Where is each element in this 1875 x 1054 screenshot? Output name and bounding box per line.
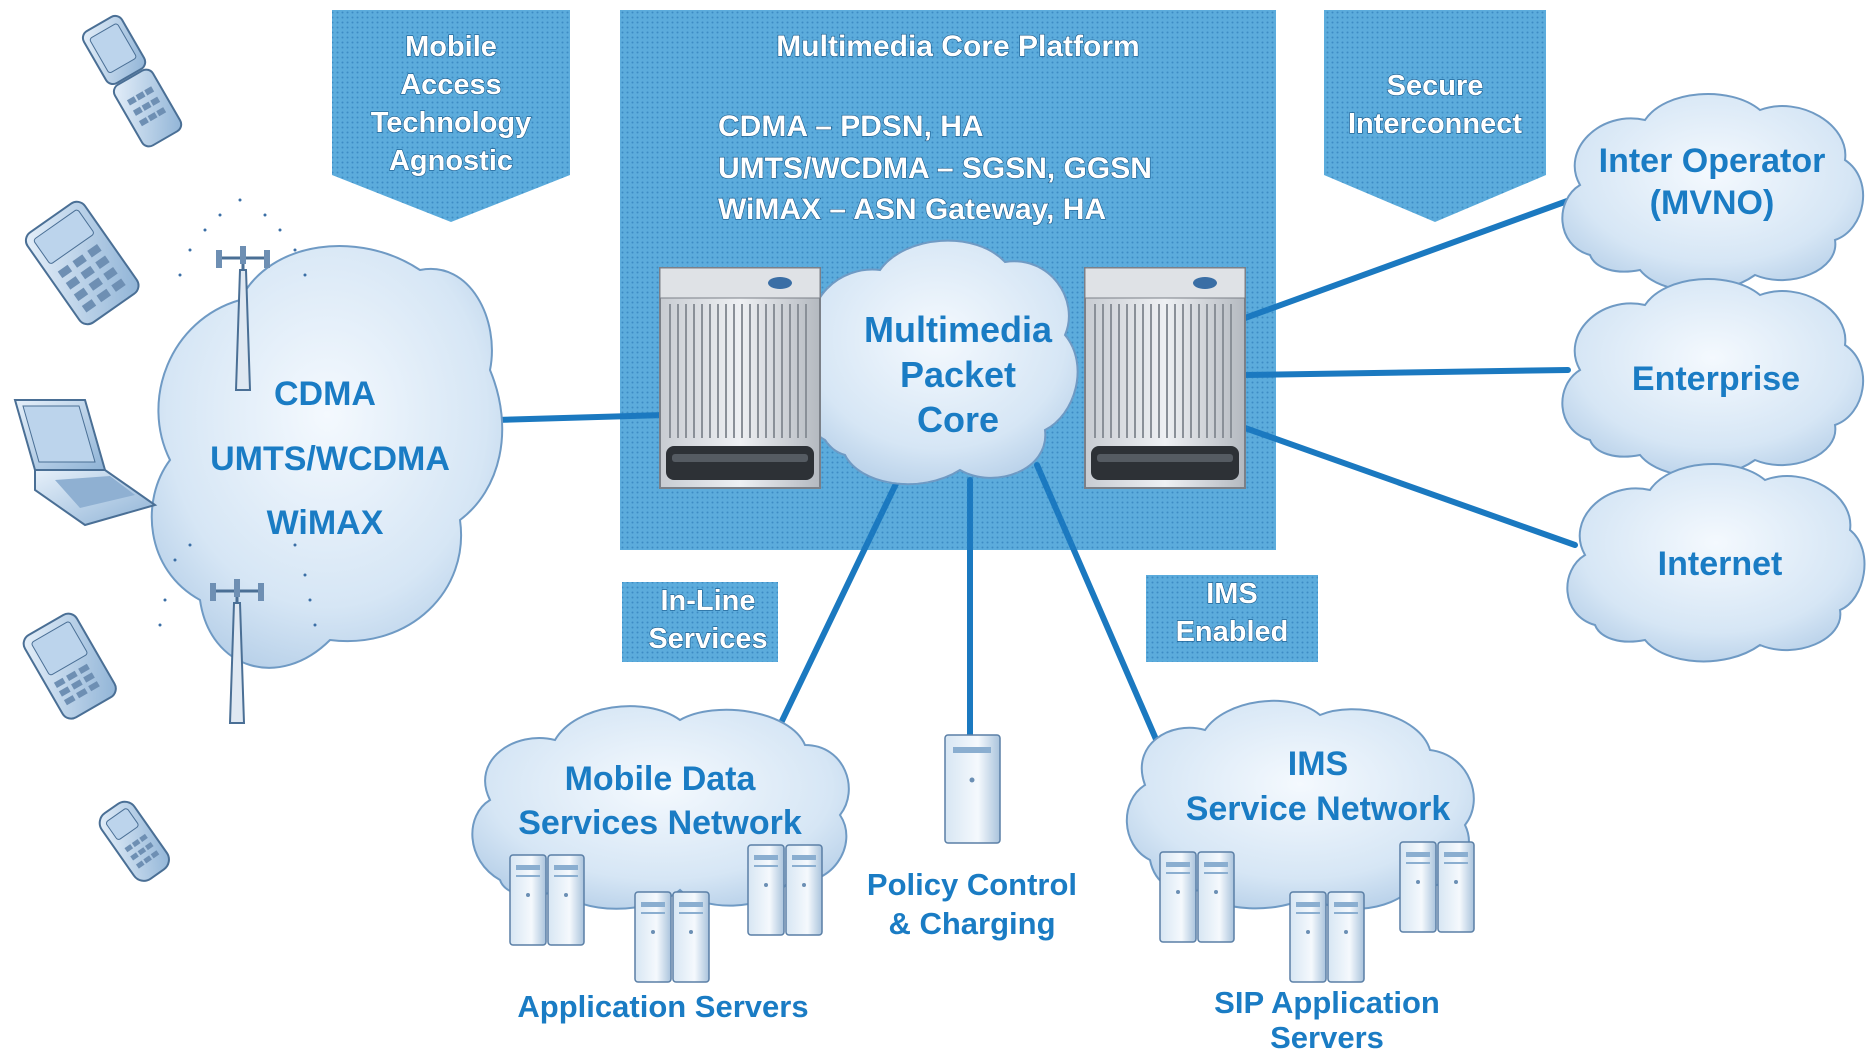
link-access-to-core: [492, 412, 668, 423]
server-icon: [785, 844, 823, 936]
access-network-cloud: CDMA UMTS/WCDMA WiMAX: [150, 245, 504, 669]
core-chassis-right-icon: [1084, 267, 1246, 489]
svg-text:Agnostic: Agnostic: [389, 145, 513, 177]
link-core-to-ims: [1034, 462, 1168, 763]
cloud-label: Services Network: [518, 804, 802, 842]
sip-servers-label: Servers: [1270, 1020, 1384, 1054]
banner-line: Secure: [1387, 70, 1484, 102]
svg-text:Technology: Technology: [371, 107, 532, 139]
enterprise-cloud: Enterprise: [1561, 278, 1864, 478]
cloud-label: Service Network: [1186, 790, 1451, 828]
packet-core-cloud: Multimedia Packet Core: [796, 239, 1079, 486]
cloud-label: Multimedia: [864, 309, 1053, 350]
server-icon: [1437, 841, 1475, 933]
cloud-label: CDMA: [274, 375, 376, 413]
cloud-label: Internet: [1658, 545, 1783, 583]
server-icon: [747, 844, 785, 936]
candybar-phone-icon: [98, 800, 170, 882]
policy-control-label: Policy Control: [867, 867, 1077, 902]
server-icon: [509, 854, 547, 946]
banner-line: Interconnect: [1348, 108, 1522, 140]
banner-line: IMS: [1206, 578, 1258, 610]
server-icon: [1197, 851, 1235, 943]
platform-line-wimax: WiMAX – ASN Gateway, HA: [718, 193, 1106, 226]
pda-icon: [24, 200, 140, 326]
policy-server-icon: [944, 734, 1001, 844]
platform-line-cdma: CDMA – PDSN, HA: [718, 110, 984, 143]
banner-line: Services: [648, 623, 767, 655]
banner-line: Mobile: [405, 31, 497, 63]
secure-interconnect-banner: Secure Interconnect: [1324, 10, 1546, 222]
link-core-to-internet: [1242, 425, 1578, 548]
app-servers-label: Application Servers: [517, 989, 808, 1024]
ims-enabled-banner: IMS Enabled: [1146, 575, 1318, 662]
server-icon: [1399, 841, 1437, 933]
internet-cloud: Internet: [1566, 463, 1866, 663]
banner-line: Technology: [371, 107, 532, 139]
cloud-label: Packet: [900, 354, 1016, 395]
smartphone-icon: [22, 612, 117, 720]
sip-servers-label: SIP Application: [1214, 985, 1440, 1020]
cloud-label: Core: [917, 399, 999, 440]
access-agnostic-banner: Mobile Access Technology Agnostic: [332, 10, 570, 222]
link-core-to-mvno: [1242, 197, 1573, 321]
banner-line: Enabled: [1176, 616, 1289, 648]
server-icon: [634, 891, 672, 983]
server-icon: [1159, 851, 1197, 943]
link-core-to-enterprise: [1242, 367, 1571, 378]
platform-line-umts: UMTS/WCDMA – SGSN, GGSN: [718, 152, 1152, 185]
svg-text:Access: Access: [400, 69, 502, 101]
cloud-label: Mobile Data: [565, 760, 757, 798]
banner-line: Access: [400, 69, 502, 101]
cloud-label: IMS: [1288, 745, 1348, 783]
core-chassis-left-icon: [659, 267, 821, 489]
cloud-label: Inter Operator: [1599, 142, 1826, 180]
radio-wave-dots: [158, 198, 317, 627]
server-icon: [1289, 891, 1327, 983]
inter-operator-cloud: Inter Operator (MVNO): [1561, 93, 1864, 293]
inline-services-banner: In-Line Services: [622, 582, 778, 662]
banner-line: Agnostic: [389, 145, 513, 177]
server-icon: [547, 854, 585, 946]
cloud-label: Enterprise: [1632, 360, 1800, 398]
policy-control-label: & Charging: [888, 906, 1055, 941]
platform-title: Multimedia Core Platform: [776, 30, 1139, 63]
cloud-label: UMTS/WCDMA: [210, 440, 450, 478]
svg-text:Mobile: Mobile: [405, 31, 497, 63]
flip-phone-icon: [81, 14, 183, 148]
banner-line: In-Line: [660, 585, 755, 617]
link-core-to-mobile-data: [765, 462, 908, 753]
server-icon: [672, 891, 710, 983]
laptop-icon: [13, 399, 158, 527]
server-icon: [1327, 891, 1365, 983]
cloud-label: (MVNO): [1650, 184, 1775, 222]
cloud-label: WiMAX: [267, 504, 384, 542]
connection-links: [492, 197, 1578, 763]
